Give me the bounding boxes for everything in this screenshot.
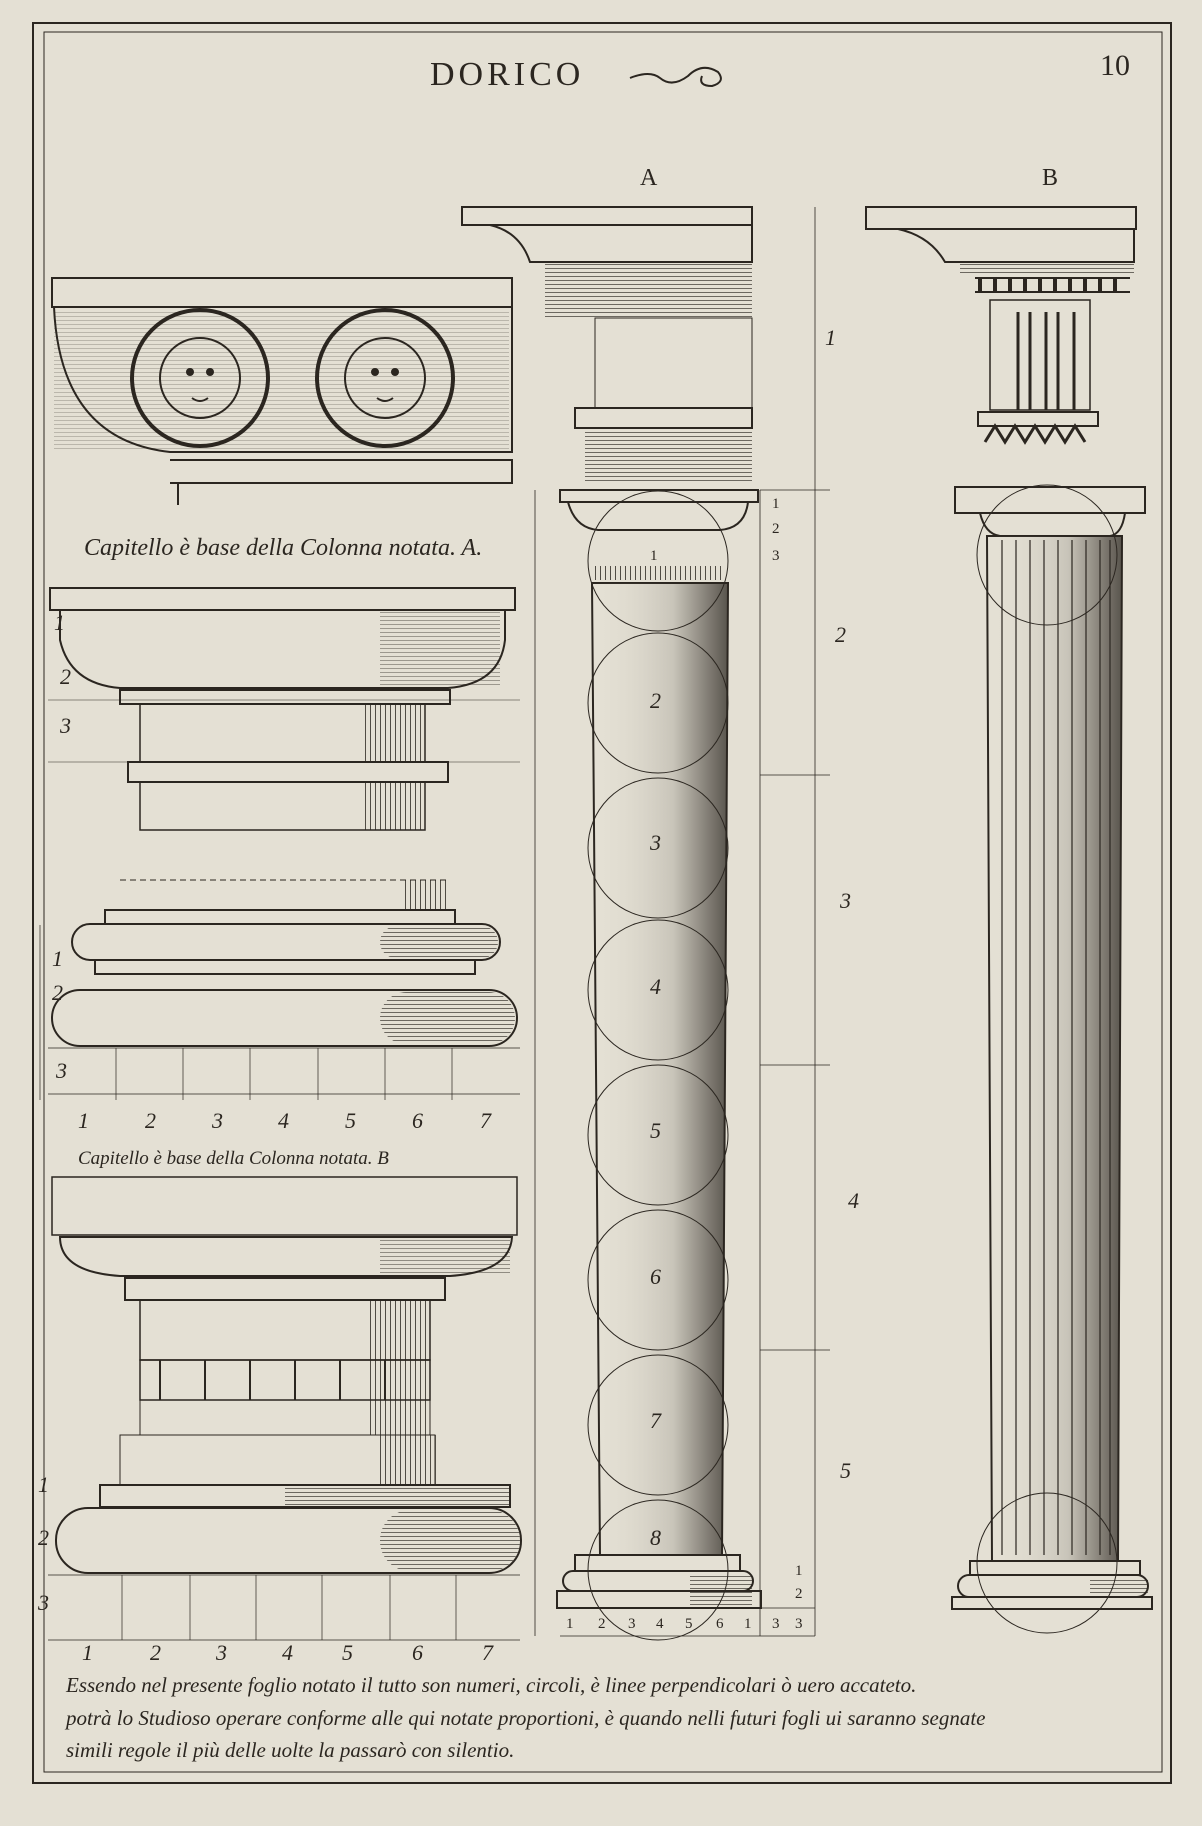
module-scale-b: 1 2 3 4 5 6 7 <box>82 1640 494 1665</box>
plate-title: DORICO <box>430 56 584 93</box>
svg-text:2: 2 <box>835 622 846 647</box>
svg-text:3: 3 <box>772 1616 780 1632</box>
svg-text:2: 2 <box>795 1586 803 1602</box>
svg-text:1: 1 <box>825 325 836 350</box>
svg-text:4: 4 <box>848 1188 859 1213</box>
svg-text:3: 3 <box>215 1640 227 1665</box>
capital-relief-frieze <box>51 277 513 505</box>
svg-text:1: 1 <box>744 1616 752 1632</box>
svg-text:1: 1 <box>38 1472 49 1497</box>
caption-column-b: Capitello è base della Colonna notata. B <box>78 1148 389 1169</box>
svg-text:3: 3 <box>55 1058 67 1083</box>
svg-text:1: 1 <box>772 496 780 512</box>
label-column-a: A <box>640 165 658 191</box>
column-a <box>461 206 816 1637</box>
svg-text:Essendo nel presente foglio no: Essendo nel presente foglio notato il tu… <box>65 1673 916 1697</box>
svg-text:3: 3 <box>839 888 851 913</box>
svg-text:2: 2 <box>60 664 71 689</box>
side-marks-capital-a: 1 2 3 <box>54 610 71 738</box>
svg-text:1: 1 <box>52 946 63 971</box>
svg-text:2: 2 <box>145 1108 156 1133</box>
svg-text:1: 1 <box>82 1640 93 1665</box>
svg-text:5: 5 <box>685 1616 693 1632</box>
inner-border <box>43 31 1163 1773</box>
svg-text:8: 8 <box>650 1525 661 1550</box>
svg-text:6: 6 <box>412 1640 423 1665</box>
svg-text:3: 3 <box>649 830 661 855</box>
svg-text:simili regole il più delle uol: simili regole il più delle uolte la pass… <box>66 1738 514 1762</box>
base-b-detail <box>48 1434 522 1641</box>
svg-text:4: 4 <box>282 1640 293 1665</box>
svg-text:3: 3 <box>795 1616 803 1632</box>
svg-text:3: 3 <box>59 713 71 738</box>
svg-text:2: 2 <box>52 980 63 1005</box>
flourish-ornament <box>629 66 722 88</box>
svg-text:1: 1 <box>795 1563 803 1579</box>
svg-text:7: 7 <box>482 1640 494 1665</box>
svg-text:6: 6 <box>650 1264 661 1289</box>
svg-text:3: 3 <box>772 548 780 564</box>
svg-text:6: 6 <box>412 1108 423 1133</box>
height-divisions: 1 2 3 4 5 <box>760 325 859 1483</box>
svg-text:5: 5 <box>342 1640 353 1665</box>
svg-text:4: 4 <box>278 1108 289 1133</box>
column-a-side-marks: 1 2 3 1 2 3 <box>772 496 803 1632</box>
svg-text:2: 2 <box>598 1616 606 1632</box>
svg-text:2: 2 <box>650 688 661 713</box>
side-marks-base-a: 1 2 3 <box>52 946 67 1083</box>
column-a-base-scale: 1 2 3 4 5 6 1 3 <box>566 1616 780 1632</box>
svg-text:2: 2 <box>772 521 780 537</box>
svg-text:1: 1 <box>566 1616 574 1632</box>
svg-text:2: 2 <box>150 1640 161 1665</box>
svg-text:4: 4 <box>656 1616 664 1632</box>
column-a-module-circles: 1 2 3 4 5 6 7 8 <box>587 490 729 1641</box>
svg-text:2: 2 <box>38 1525 49 1550</box>
base-a-detail <box>39 879 520 1100</box>
svg-text:6: 6 <box>716 1616 724 1632</box>
svg-text:3: 3 <box>628 1616 636 1632</box>
capital-b-detail <box>51 1176 518 1436</box>
svg-text:potrà lo Studioso operare conf: potrà lo Studioso operare conforme alle … <box>64 1706 986 1730</box>
side-marks-base-b: 1 2 3 <box>37 1472 49 1615</box>
svg-text:7: 7 <box>650 1408 662 1433</box>
svg-text:1: 1 <box>78 1108 89 1133</box>
outer-border <box>32 22 1172 1784</box>
svg-text:3: 3 <box>37 1590 49 1615</box>
svg-text:1: 1 <box>650 548 658 564</box>
label-column-b: B <box>1042 165 1058 191</box>
svg-text:5: 5 <box>650 1118 661 1143</box>
column-b <box>865 206 1153 1634</box>
module-scale-a: 1 2 3 4 5 6 7 <box>78 1108 492 1133</box>
svg-text:4: 4 <box>650 974 661 999</box>
capital-a-detail <box>48 587 520 831</box>
caption-column-a: Capitello è base della Colonna notata. A… <box>84 535 482 561</box>
page-number: 10 <box>1100 49 1130 82</box>
svg-text:5: 5 <box>345 1108 356 1133</box>
svg-text:7: 7 <box>480 1108 492 1133</box>
explanatory-text: Essendo nel presente foglio notato il tu… <box>64 1673 986 1762</box>
svg-text:5: 5 <box>840 1458 851 1483</box>
svg-text:3: 3 <box>211 1108 223 1133</box>
svg-text:1: 1 <box>54 610 65 635</box>
